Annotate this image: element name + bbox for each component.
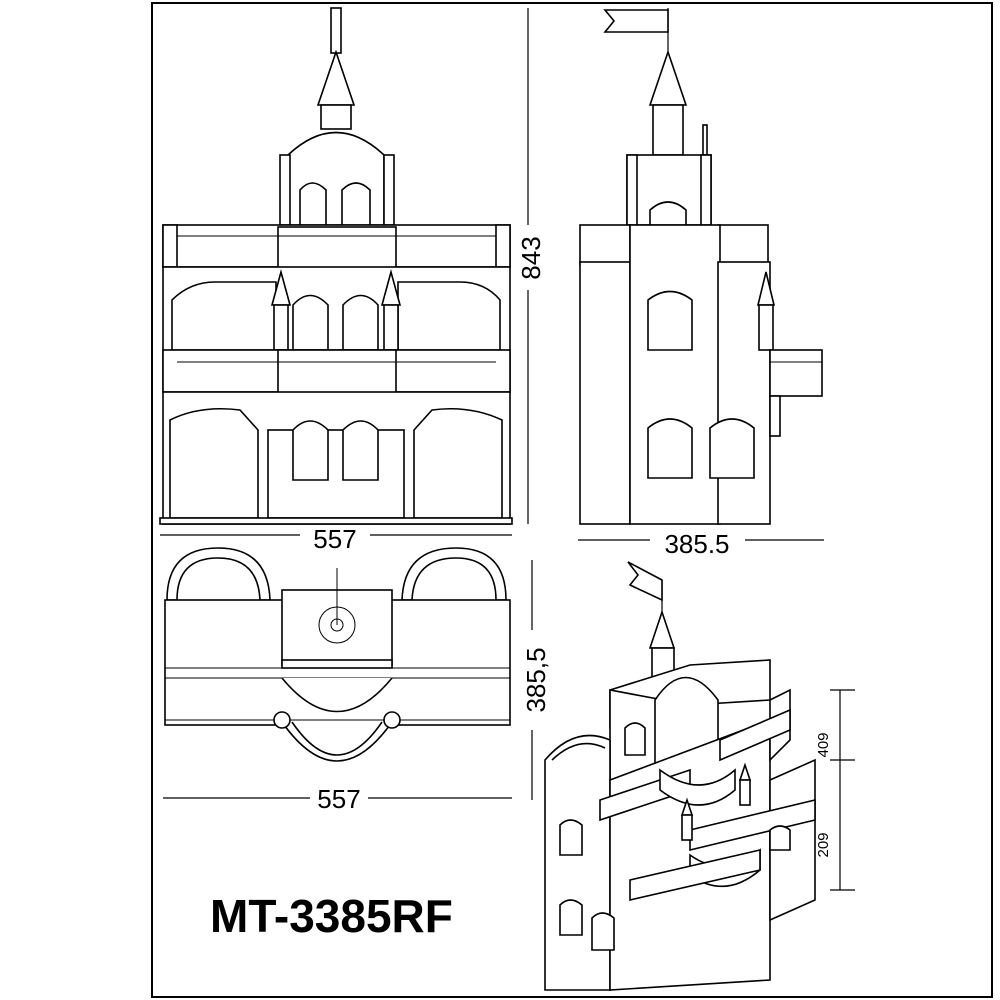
model-number: MT-3385RF [210,890,453,942]
iso-upper-height-dimension: 409 [815,732,832,757]
top-width-dimension: 557 [317,784,360,814]
iso-view: 409 209 [544,561,855,991]
iso-lower-height-dimension: 209 [815,832,832,857]
front-width-dimension: 557 [313,524,356,554]
sheet-border [151,2,993,998]
front-view: 557 843 [159,7,546,554]
side-view: 385.5 [578,8,824,559]
top-view: 557 385,5 [163,547,551,814]
top-depth-dimension: 385,5 [521,647,551,712]
front-height-dimension: 843 [516,236,546,279]
side-depth-dimension: 385.5 [664,529,729,559]
